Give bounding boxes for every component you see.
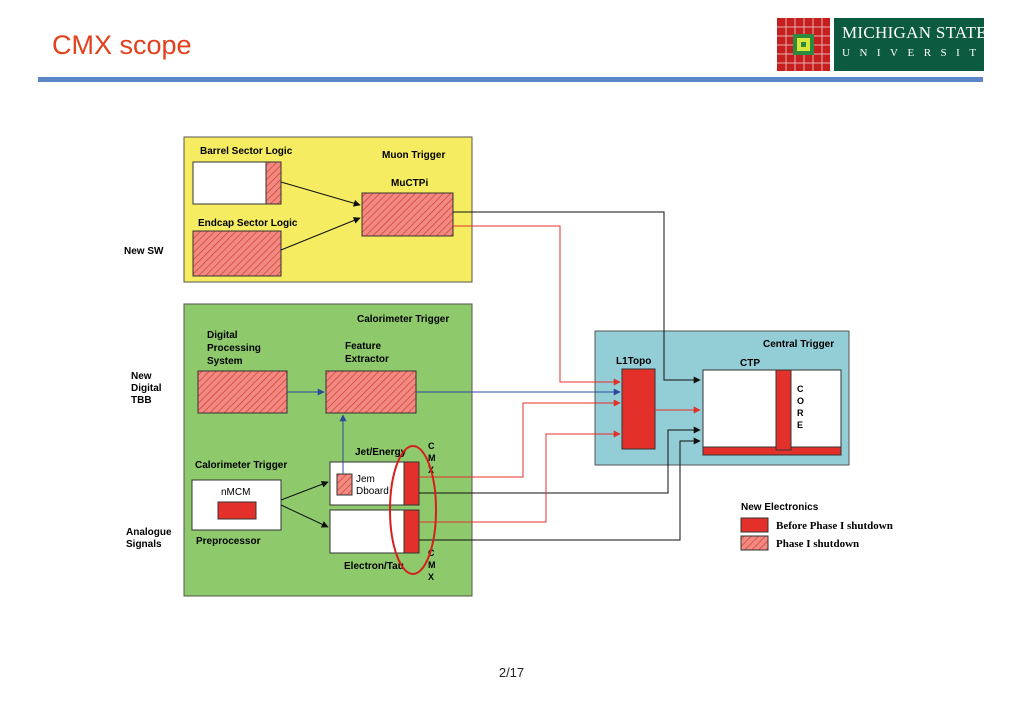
preprocessor-label: Preprocessor: [196, 536, 261, 547]
msu-logo: MICHIGAN STATE UNIVERSITY: [777, 18, 994, 71]
ctp-core-bar: [775, 369, 792, 451]
legend-phase-label: Phase I shutdown: [776, 538, 859, 550]
ctp-label: CTP: [740, 358, 760, 369]
dps-label-line1: Digital: [207, 330, 238, 341]
legend-before-swatch: [740, 517, 769, 533]
new-sw-label: New SW: [124, 246, 164, 257]
nmcm-label: nMCM: [221, 487, 250, 498]
central-trigger-region: Central Trigger L1Topo CTP C O R E: [594, 330, 850, 466]
page-number: 2/17: [498, 665, 525, 680]
title-rule: [38, 77, 983, 82]
core-r: R: [797, 408, 804, 418]
msu-shield-icon: [777, 18, 830, 71]
cmx-upper-box: [403, 461, 420, 506]
slide-title: CMX scope: [52, 30, 192, 60]
new-digital-tbb-line1: New: [131, 371, 152, 382]
msu-wordmark-line1: MICHIGAN STATE: [842, 23, 987, 42]
jem-label-line1: Jem: [356, 474, 375, 485]
central-trigger-label: Central Trigger: [763, 339, 834, 350]
analogue-signals-line2: Signals: [126, 539, 162, 550]
core-c: C: [797, 384, 804, 394]
jem-dboard-hatch: [336, 473, 353, 496]
core-e: E: [797, 420, 803, 430]
feature-extractor-label-line2: Extractor: [345, 354, 389, 365]
electron-tau-label: Electron/Tau: [344, 561, 404, 572]
msu-wordmark-line2: UNIVERSITY: [842, 47, 1003, 59]
nmcm-chip: [217, 501, 257, 520]
muon-trigger-region: Muon Trigger Barrel Sector Logic Endcap …: [183, 136, 473, 283]
calo-arrows: [280, 388, 701, 541]
jem-label-line2: Dboard: [356, 486, 389, 497]
muon-arrows: [280, 181, 701, 386]
feature-extractor-box: [325, 370, 417, 414]
cmx-lower-c: C: [428, 548, 435, 558]
l1topo-label: L1Topo: [616, 356, 651, 367]
barrel-sector-logic-label: Barrel Sector Logic: [200, 146, 293, 157]
barrel-sector-logic-hatch: [265, 161, 282, 205]
cmx-upper-c: C: [428, 441, 435, 451]
calorimeter-trigger-region: Calorimeter Trigger Digital Processing S…: [183, 303, 473, 597]
cmx-lower-box: [403, 509, 420, 554]
muctpi-box: [361, 192, 454, 237]
legend: New Electronics Before Phase I shutdown …: [740, 502, 893, 551]
endcap-sector-logic-label: Endcap Sector Logic: [198, 218, 298, 229]
core-o: O: [797, 396, 804, 406]
endcap-sector-logic-box: [192, 230, 282, 277]
legend-before-label: Before Phase I shutdown: [776, 520, 893, 532]
dps-label-line3: System: [207, 356, 243, 367]
cmx-upper-m: M: [428, 453, 436, 463]
cmx-highlight-ellipse: [389, 445, 437, 575]
new-digital-tbb-line2: Digital: [131, 383, 162, 394]
dps-box: [197, 370, 288, 414]
msu-wordmark: MICHIGAN STATE UNIVERSITY: [834, 18, 994, 71]
jet-energy-label: Jet/Energy: [355, 447, 407, 458]
feature-extractor-label-line1: Feature: [345, 341, 382, 352]
ctp-box: [702, 369, 842, 456]
l1topo-box: [621, 368, 656, 450]
electron-tau-box: [329, 509, 411, 554]
muon-trigger-label: Muon Trigger: [382, 150, 445, 161]
legend-phase-swatch: [740, 535, 769, 551]
ctp-bottom-bar: [702, 446, 842, 456]
calo-sub-label: Calorimeter Trigger: [195, 460, 287, 471]
new-digital-tbb-line3: TBB: [131, 395, 152, 406]
analogue-signals-line1: Analogue: [126, 527, 172, 538]
dps-label-line2: Processing: [207, 343, 261, 354]
cmx-lower-x: X: [428, 572, 434, 582]
muctpi-label: MuCTPi: [391, 178, 428, 189]
cmx-lower-m: M: [428, 560, 436, 570]
calorimeter-trigger-label: Calorimeter Trigger: [357, 314, 449, 325]
legend-title: New Electronics: [741, 502, 819, 513]
